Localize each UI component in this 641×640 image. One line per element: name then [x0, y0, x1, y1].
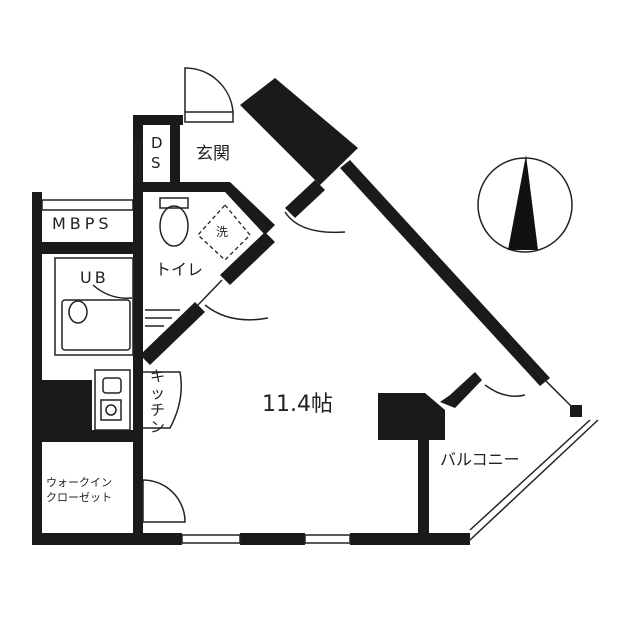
toilet-label: トイレ: [155, 260, 204, 279]
bottom-wall: [240, 533, 305, 545]
kitchen-curtain: [143, 371, 182, 429]
left-wall: [32, 192, 42, 545]
toilet-wall: [140, 302, 205, 365]
burner-icon: [105, 404, 117, 416]
laundry-label: 洗: [216, 225, 229, 239]
bottom-wall: [32, 533, 182, 545]
kitchen-wall: [133, 360, 143, 540]
window: [304, 534, 351, 544]
entrance-door-swing: [184, 67, 234, 113]
balcony-edge: [469, 419, 591, 531]
entrance-left-wall: [133, 115, 143, 203]
entrance-door-frame: [184, 111, 234, 123]
structural-column: [240, 78, 358, 185]
diagonal-wall: [340, 160, 550, 386]
mbps-label: MBPS: [52, 214, 113, 233]
closet-door-swing: [142, 479, 186, 523]
steps: [145, 309, 180, 327]
stove-icon: [100, 399, 122, 421]
toilet-door-frame: [197, 279, 223, 306]
entrance-label: 玄関: [196, 144, 230, 164]
kitchen-char: ン: [150, 418, 166, 436]
balcony-edge: [469, 419, 599, 541]
kitchen-char: ッ: [150, 384, 166, 402]
kitchen-char: キ: [150, 367, 166, 385]
closet-label-line2: クローゼット: [46, 491, 112, 504]
ds-label-d: D: [151, 134, 163, 152]
main-room-label: 11.4帖: [262, 392, 333, 417]
toilet-tank: [159, 197, 189, 209]
toilet-bowl-icon: [159, 205, 189, 247]
room-right-wall: [418, 440, 429, 540]
bathtub-icon: [61, 299, 131, 351]
diagonal-wall: [285, 180, 325, 218]
toilet-door-swing: [204, 304, 269, 321]
north-arrow-icon: [508, 155, 538, 250]
ds-door: [135, 139, 141, 181]
closet-label-line1: ウォークイン: [46, 476, 112, 489]
interior-wall: [133, 192, 143, 362]
unit-bath: [54, 257, 134, 356]
kitchen-label: キ ッ チ ン: [150, 368, 168, 436]
compass-circle: [477, 157, 573, 253]
toilet-wall: [133, 182, 275, 235]
kitchen-counter: [94, 369, 131, 431]
balcony-post: [570, 405, 582, 417]
sink-icon: [68, 300, 88, 324]
balcony-door-swing: [484, 384, 526, 397]
ds-wall: [170, 125, 180, 185]
window: [181, 534, 241, 544]
kitchen-char: チ: [150, 401, 166, 419]
ds-label-s: S: [151, 154, 161, 172]
ub-door-swing: [92, 284, 133, 299]
entrance-inner-door-swing: [284, 211, 346, 234]
balcony-label: バルコニー: [440, 450, 520, 469]
balcony-wall: [440, 372, 482, 408]
mbps-shelf: [41, 199, 134, 211]
toilet-wall: [220, 232, 275, 285]
mbps-wall: [42, 242, 142, 254]
entrance-top-wall: [133, 115, 183, 125]
bottom-wall: [350, 533, 470, 545]
closet-top-wall: [42, 430, 142, 442]
structural-column: [378, 393, 445, 440]
ub-label: UB: [80, 268, 109, 287]
kitchen-sink-icon: [102, 377, 122, 394]
